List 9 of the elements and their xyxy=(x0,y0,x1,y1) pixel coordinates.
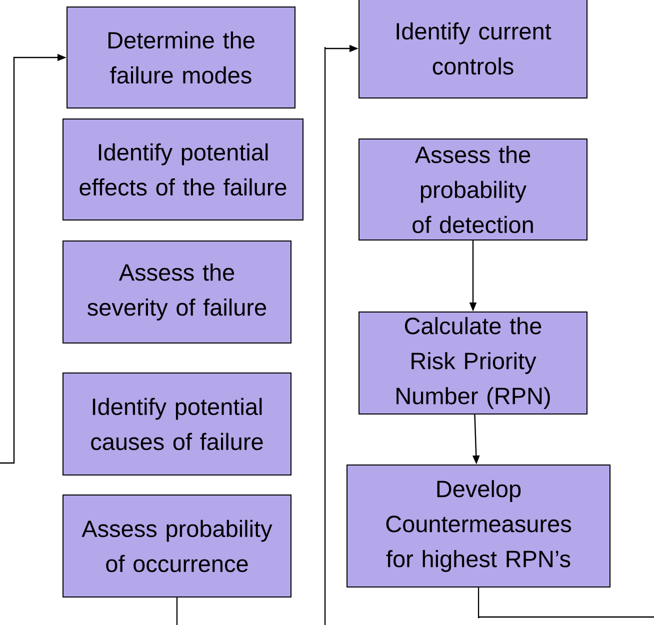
process-box: Assess the severity of failure xyxy=(62,240,292,344)
process-box: Develop Countermeasures for highest RPN’s xyxy=(346,464,610,588)
process-box: Calculate the Risk Priority Number (RPN) xyxy=(358,312,588,414)
process-box: Identify potential causes of failure xyxy=(62,372,292,476)
process-box: Assess the probability of detection xyxy=(358,138,588,240)
process-box: Identify current controls xyxy=(358,0,588,98)
process-box: Identify potential effects of the failure xyxy=(62,118,304,220)
process-box: Determine the failure modes xyxy=(66,6,296,108)
process-box: Assess probability of occurrence xyxy=(62,494,292,598)
